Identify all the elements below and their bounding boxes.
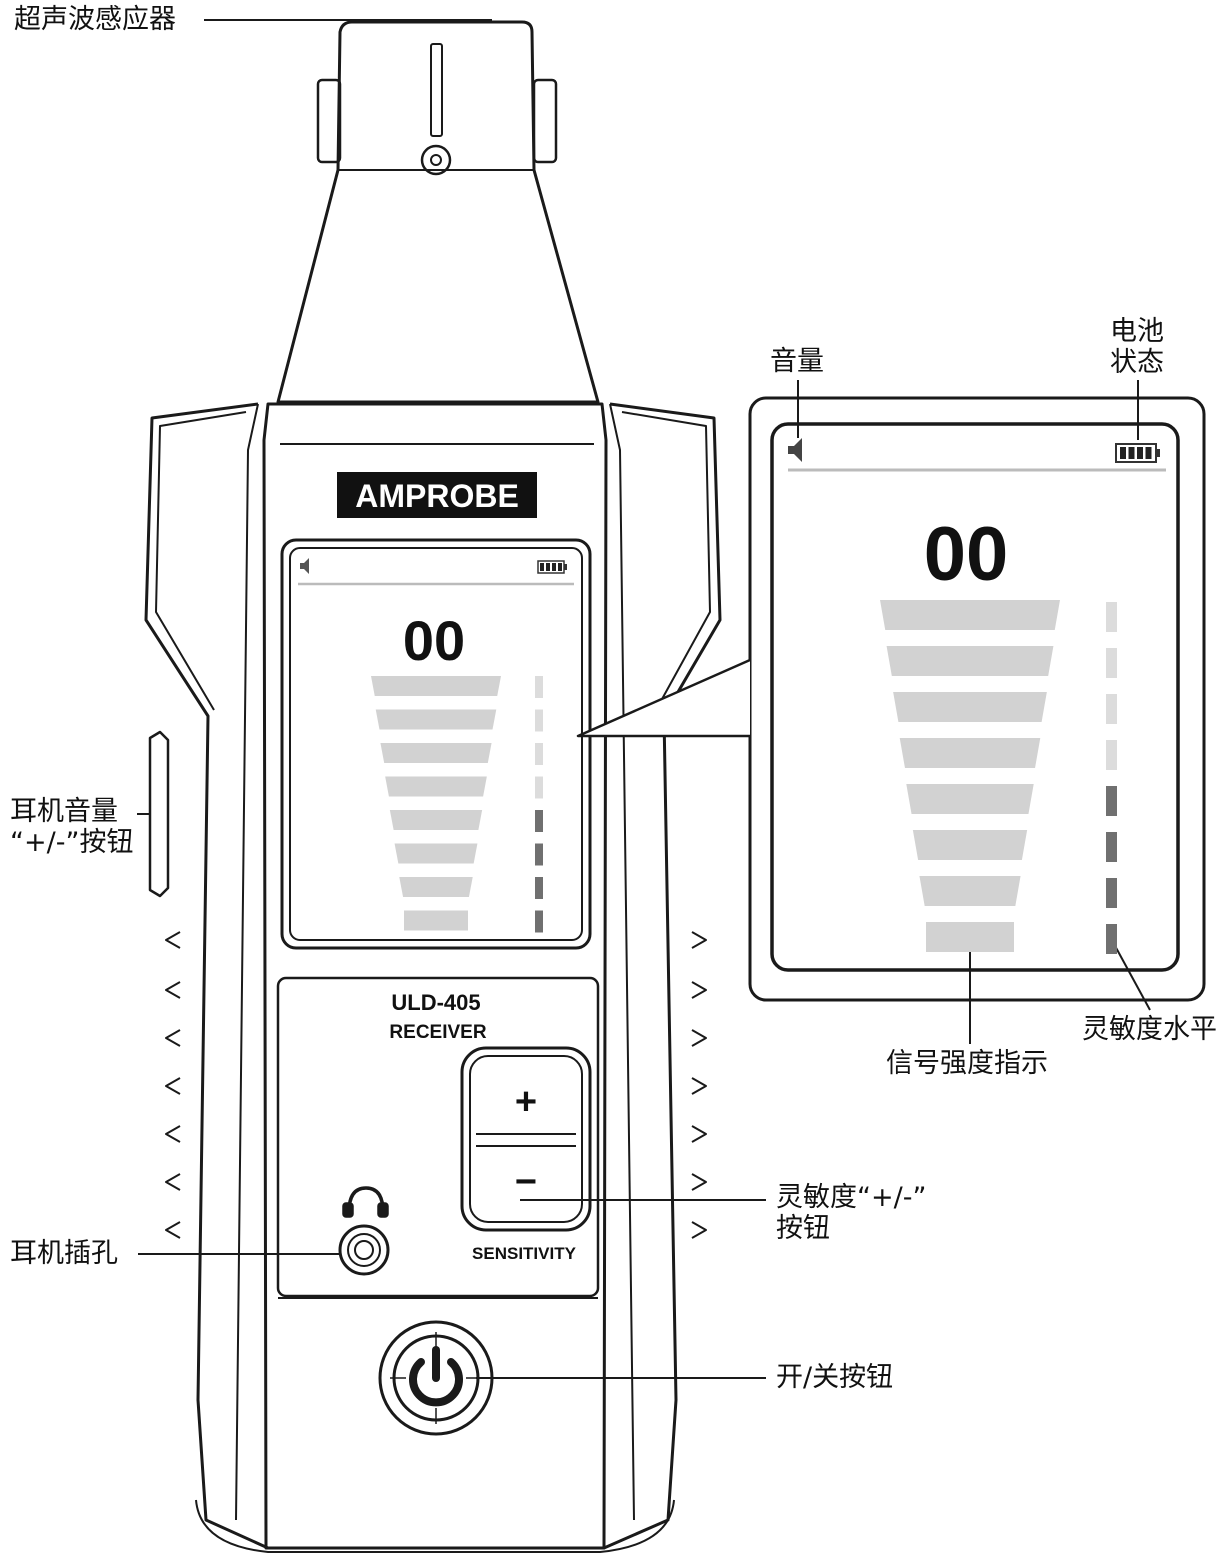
signal-bar [404,910,468,931]
headphone-icon [342,1186,389,1218]
battery-segment [552,563,556,571]
sensitivity-rocker[interactable] [460,1046,592,1232]
callout-sensitivity-level: 灵敏度水平 [1082,1014,1217,1045]
zoomed-display [576,396,1206,1002]
brand-badge [337,472,537,518]
signal-bar [906,784,1034,814]
headphone-jack[interactable] [338,1224,390,1276]
battery-segment [540,563,544,571]
signal-bar [385,776,487,797]
grip-ridges-right [691,931,707,1239]
battery-segment [1145,447,1152,459]
sensitivity-segment [1106,924,1117,954]
small-reading: 00 [403,609,465,672]
sensitivity-segment [535,810,543,832]
small-sensitivity-segments [535,676,543,933]
receiver-body [144,402,722,1553]
speaker-icon-small [300,558,309,574]
sensitivity-segment [535,709,543,732]
sensitivity-segment [535,776,543,799]
callout-volume: 音量 [770,346,824,377]
model-subtitle: RECEIVER [389,1022,486,1043]
ultrasonic-sensor-head [276,20,600,404]
signal-bar [912,830,1028,860]
callout-headphone-jack: 耳机插孔 [10,1238,118,1269]
plus-button[interactable]: + [515,1081,537,1123]
signal-bar [926,922,1014,952]
brand-name: AMPROBE [355,478,519,514]
display-reading: 00 [924,512,1009,597]
sensitivity-segment [1106,602,1117,632]
small-signal-bars [371,676,501,931]
sensitivity-segment [535,676,543,698]
battery-icon-small [537,560,567,574]
battery-segment [558,563,562,571]
battery-segment [1137,447,1143,459]
sensitivity-segment [535,843,543,866]
signal-bar [375,709,497,730]
signal-bar [880,600,1060,630]
signal-bar [886,646,1054,676]
signal-bar [899,738,1041,768]
sensitivity-segment [1106,786,1117,816]
callout-sensitivity-buttons: 灵敏度“+/-” 按钮 [776,1182,927,1244]
keypad-panel [276,976,600,1298]
device-screen [280,538,592,950]
sensitivity-segments [1106,602,1117,954]
callout-ultrasonic-sensor: 超声波感应器 [14,4,176,35]
signal-bar [394,843,478,864]
callout-power-button: 开/关按钮 [776,1362,894,1393]
signal-strength-bars [880,600,1060,952]
leader-lines [137,19,1151,1379]
callout-signal-strength: 信号强度指示 [886,1048,1048,1079]
signal-bar [389,810,483,830]
callout-headphone-volume-buttons: 耳机音量 “+/-”按钮 [10,796,134,858]
signal-bar [893,692,1047,722]
speaker-icon [788,438,802,462]
signal-bar [919,876,1021,906]
callout-battery-status: 电池 状态 [1110,316,1164,378]
battery-segment [1120,447,1126,459]
sensitivity-segment [1106,740,1117,770]
battery-segment [546,563,550,571]
battery-icon [1115,443,1160,463]
power-icon [409,1346,463,1407]
sensitivity-segment [1106,694,1117,724]
signal-bar [380,743,492,763]
sensitivity-segment [1106,832,1117,862]
sensitivity-segment [535,910,543,933]
battery-segment [1128,447,1135,459]
sensitivity-label: SENSITIVITY [472,1244,577,1263]
signal-bar [371,676,501,696]
minus-button[interactable]: − [515,1161,537,1203]
signal-bar [399,877,473,897]
model-name: ULD-405 [391,990,480,1015]
sensitivity-segment [1106,648,1117,678]
sensitivity-segment [535,877,543,899]
sensitivity-segment [1106,878,1117,908]
sensitivity-segment [535,743,543,765]
grip-ridges-left [165,931,181,1239]
